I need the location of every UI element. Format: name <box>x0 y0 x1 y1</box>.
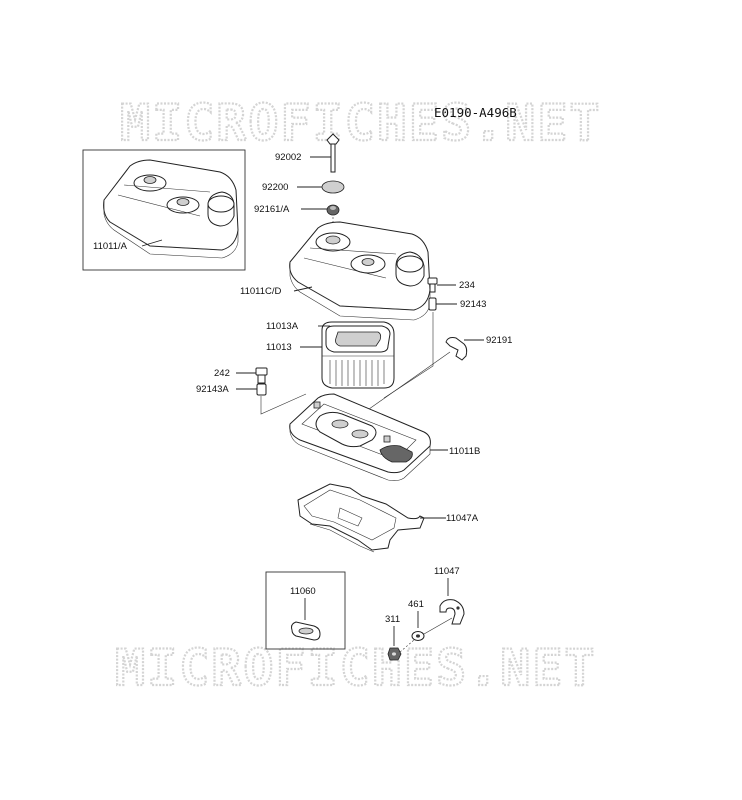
washer-92200-drawing <box>321 180 345 194</box>
watermark-top: MICROFICHES.NET <box>120 94 602 152</box>
air-filter-11013-drawing <box>321 321 395 389</box>
callout-311[interactable]: 311 <box>385 614 400 625</box>
callout-11013a[interactable]: 11013A <box>266 321 299 332</box>
callout-11011cd[interactable]: 11011C/D <box>240 286 282 297</box>
callout-11047[interactable]: 11047 <box>434 566 460 577</box>
callout-92200[interactable]: 92200 <box>262 182 288 193</box>
callout-92191[interactable]: 92191 <box>486 335 512 346</box>
nut-311-drawing <box>387 647 402 661</box>
callout-92161a[interactable]: 92161/A <box>254 204 290 215</box>
callout-92143[interactable]: 92143 <box>460 299 486 310</box>
callout-92002[interactable]: 92002 <box>275 152 301 163</box>
inset-box-cover <box>82 149 246 271</box>
bolt-92002-drawing <box>326 133 340 173</box>
base-11011b-drawing <box>289 393 431 481</box>
callout-11011b[interactable]: 11011B <box>449 446 480 457</box>
plate-11047a-drawing <box>297 483 425 553</box>
bracket-11047-drawing <box>439 599 465 625</box>
callout-11060[interactable]: 11060 <box>290 586 316 597</box>
grommet-92161a-drawing <box>326 204 340 216</box>
callout-11013[interactable]: 11013 <box>266 342 292 353</box>
tube-92191-drawing <box>445 337 468 361</box>
bolt-242-drawing <box>255 367 268 384</box>
callout-11011a[interactable]: 11011/A <box>93 241 128 252</box>
inset-box-gasket <box>265 571 346 650</box>
leader-11011a <box>141 239 163 247</box>
callout-92143a[interactable]: 92143A <box>196 384 229 395</box>
screw-234-drawing <box>427 277 438 293</box>
callout-234[interactable]: 234 <box>459 280 475 291</box>
collar-92143-drawing <box>428 297 437 311</box>
callout-11047a[interactable]: 11047A <box>446 513 479 524</box>
cover-11011cd-drawing <box>289 221 431 321</box>
diagram-code: E0190-A496B <box>434 105 517 120</box>
callout-461[interactable]: 461 <box>408 599 424 610</box>
leader-11011cd <box>293 286 313 292</box>
watermark-bottom: MICROFICHES.NET <box>115 639 597 697</box>
cover-11011a-drawing <box>103 159 239 259</box>
callout-242[interactable]: 242 <box>214 368 230 379</box>
gasket-11060-drawing <box>291 621 321 641</box>
collar-92143a-drawing <box>256 383 267 396</box>
washer-461-drawing <box>411 631 425 641</box>
